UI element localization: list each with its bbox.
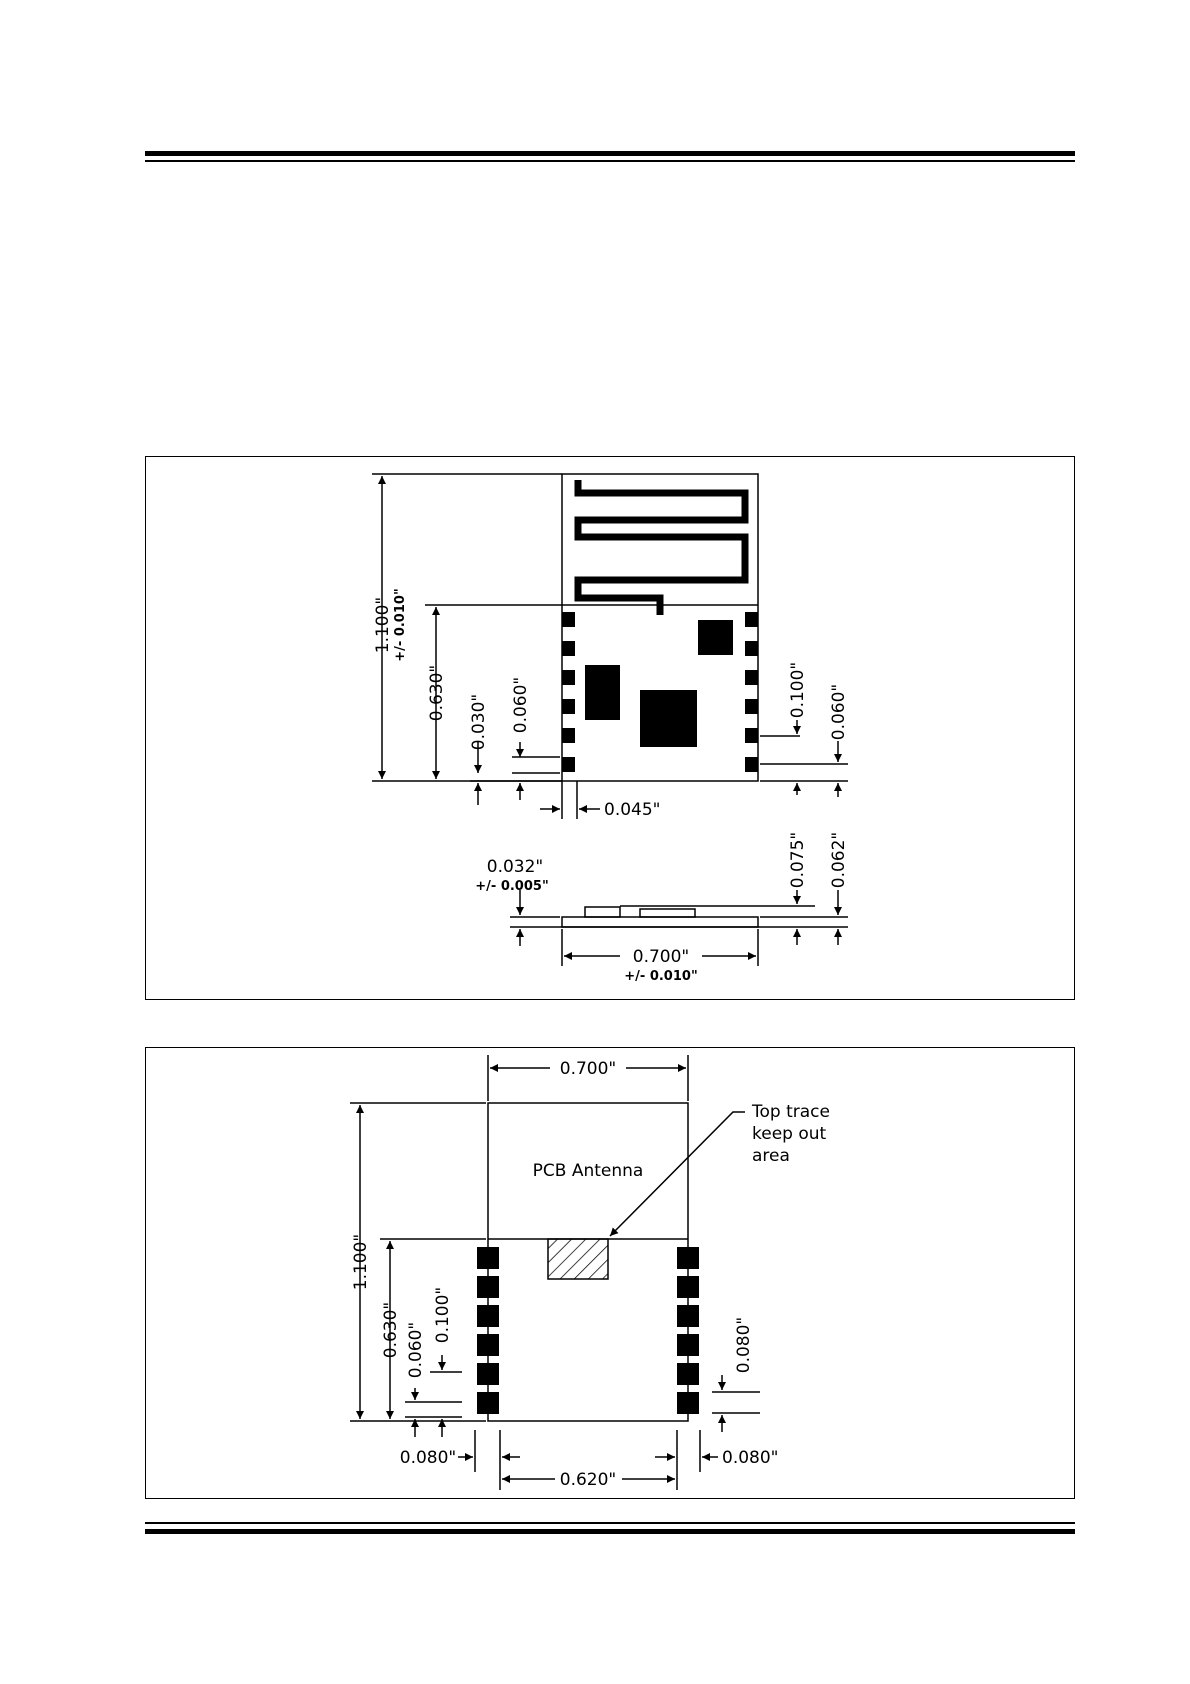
- callout-line-2: keep out: [752, 1124, 827, 1144]
- dim-width-text-2: 0.700": [560, 1059, 617, 1079]
- land-right-6: [677, 1392, 699, 1414]
- dim-edge-text: 0.045": [604, 800, 661, 820]
- dim-pad-w-left-text: 0.080": [400, 1448, 457, 1468]
- land-right-1: [677, 1247, 699, 1269]
- pad-right-6: [745, 757, 758, 772]
- footer-rule-thin: [145, 1522, 1075, 1524]
- dim-body-text: 0.630": [427, 665, 447, 722]
- land-right-3: [677, 1305, 699, 1327]
- figure1-frame: 1.100" +/- 0.010" 0.630" 0.030" 0.060" 0…: [145, 456, 1075, 1000]
- dim-total-height-text: 0.062": [829, 832, 849, 889]
- dim-pad-offset-text: 0.030": [469, 694, 489, 751]
- dim-pad-len-left-text: 0.060": [511, 677, 531, 734]
- land-left-2: [477, 1276, 499, 1298]
- land-left-3: [477, 1305, 499, 1327]
- dim-pad-right-text-2: 0.080": [734, 1317, 754, 1374]
- dim-pcb-thick-text: 0.032": [487, 857, 544, 877]
- dim-height-tol-text: +/- 0.010": [393, 588, 408, 661]
- pad-right-2: [745, 641, 758, 656]
- land-right-4: [677, 1334, 699, 1356]
- dim-pad-w-right-text: 0.080": [722, 1448, 779, 1468]
- pad-right-1: [745, 612, 758, 627]
- component-side-2: [639, 908, 696, 918]
- pad-left-1: [562, 612, 575, 627]
- module-outline-top-view: [561, 473, 759, 782]
- figure2-frame: 0.700" Top trace keep out area PCB Anten…: [145, 1047, 1075, 1499]
- land-left-5: [477, 1363, 499, 1385]
- land-left-4: [477, 1334, 499, 1356]
- header-rule-thin: [145, 160, 1075, 162]
- pad-left-5: [562, 728, 575, 743]
- dim-body-text-2: 0.630": [381, 1302, 401, 1359]
- dim-pitch-text: 0.100": [788, 662, 808, 719]
- pad-right-5: [745, 728, 758, 743]
- dim-height-text: 1.100": [373, 597, 393, 654]
- land-right-2: [677, 1276, 699, 1298]
- land-left-1: [477, 1247, 499, 1269]
- module-dimension-drawing: 1.100" +/- 0.010" 0.630" 0.030" 0.060" 0…: [372, 473, 849, 984]
- callout-line-3: area: [752, 1146, 790, 1166]
- antenna-trace: [574, 480, 749, 615]
- chip-crystal: [585, 665, 620, 720]
- keep-out-area: [547, 1238, 609, 1280]
- pcb-side-view: [561, 916, 759, 928]
- callout-line-1: Top trace: [751, 1102, 830, 1122]
- header-rule-thick: [145, 151, 1075, 156]
- pad-left-6: [562, 757, 575, 772]
- land-right-5: [677, 1363, 699, 1385]
- dim-pad-len-right-text: 0.060": [829, 684, 849, 741]
- dim-width-text: 0.700": [633, 947, 690, 967]
- dim-inner-text: 0.620": [560, 1470, 617, 1490]
- antenna-label: PCB Antenna: [533, 1161, 644, 1181]
- pad-right-3: [745, 670, 758, 685]
- dim-pitch-text-2: 0.100": [433, 1287, 453, 1344]
- pad-right-4: [745, 699, 758, 714]
- footprint-drawing: 0.700" Top trace keep out area PCB Anten…: [350, 1055, 830, 1490]
- footer-rule-thick: [145, 1529, 1075, 1534]
- dim-pad-len-text-2: 0.060": [406, 1322, 426, 1379]
- pad-left-2: [562, 641, 575, 656]
- component-side-1: [584, 906, 621, 918]
- land-left-6: [477, 1392, 499, 1414]
- pad-left-3: [562, 670, 575, 685]
- dim-comp-height-text: 0.075": [788, 832, 808, 889]
- dim-pcb-tol-text: +/- 0.005": [475, 879, 548, 894]
- keep-out-leader: [609, 1111, 745, 1237]
- chip-small: [698, 620, 733, 655]
- dim-height-text-2: 1.100": [351, 1234, 371, 1291]
- pad-left-4: [562, 699, 575, 714]
- dim-width-tol-text: +/- 0.010": [624, 969, 697, 984]
- chip-main: [640, 690, 697, 747]
